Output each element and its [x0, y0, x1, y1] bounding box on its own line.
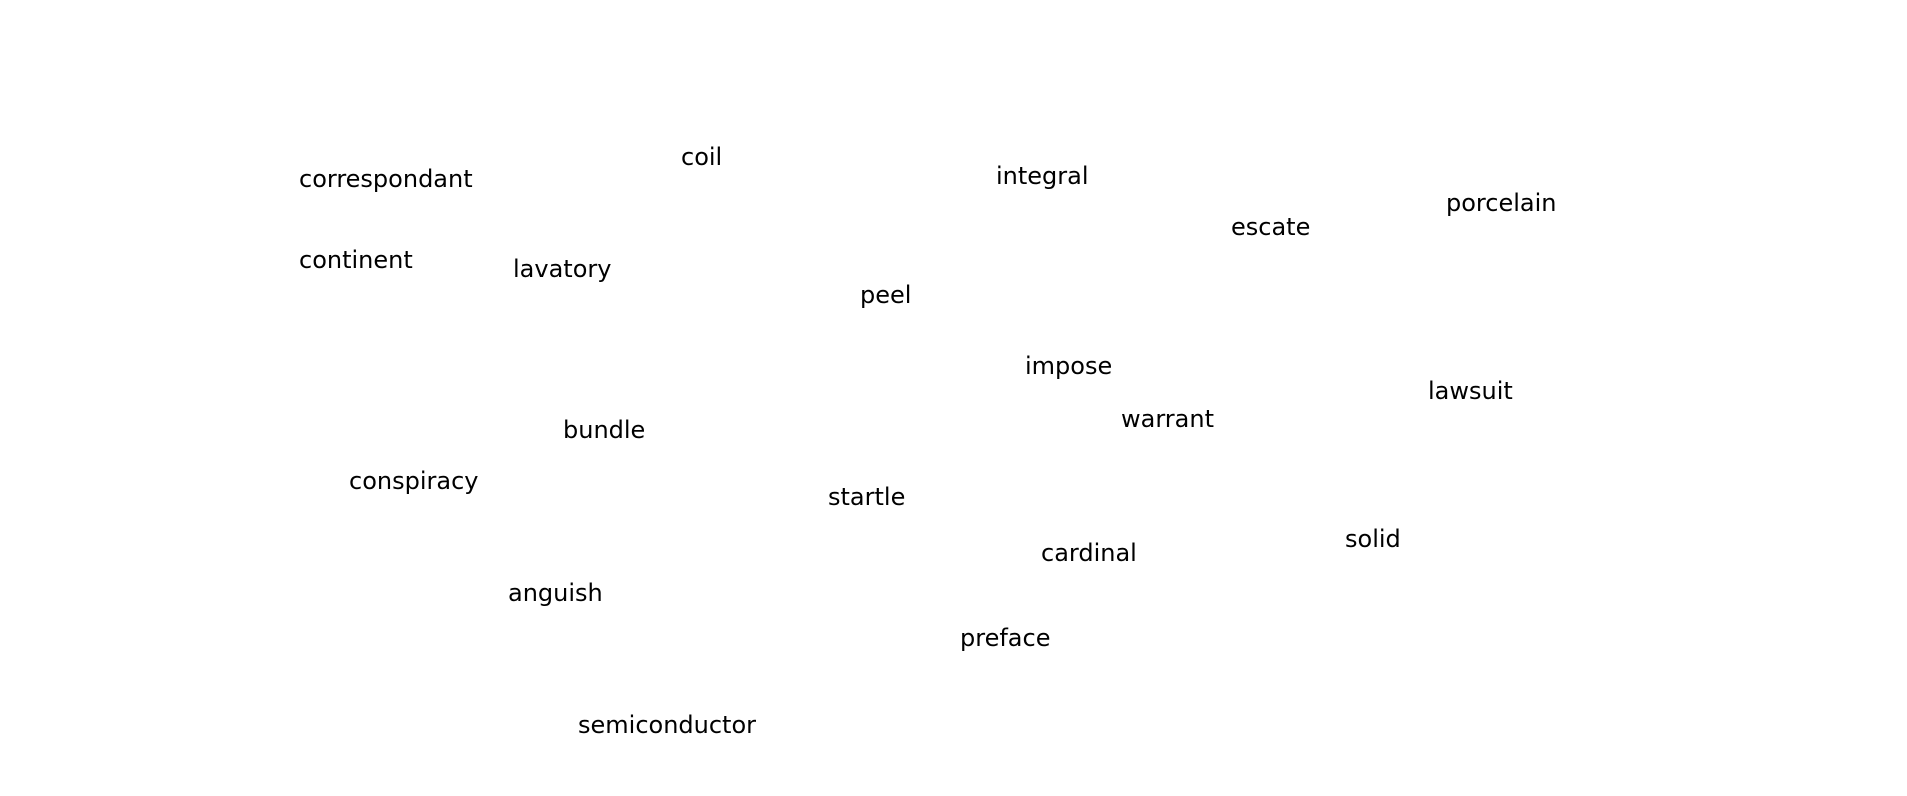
word-lawsuit: lawsuit — [1428, 377, 1513, 405]
word-porcelain: porcelain — [1446, 189, 1557, 217]
word-coil: coil — [681, 143, 723, 171]
word-lavatory: lavatory — [513, 255, 612, 283]
word-peel: peel — [860, 281, 912, 309]
word-correspondant: correspondant — [299, 165, 473, 193]
word-impose: impose — [1025, 352, 1113, 380]
word-solid: solid — [1345, 525, 1401, 553]
word-startle: startle — [828, 483, 906, 511]
word-semiconductor: semiconductor — [578, 711, 757, 739]
word-conspiracy: conspiracy — [349, 467, 479, 495]
word-continent: continent — [299, 246, 413, 274]
word-integral: integral — [996, 162, 1089, 190]
word-cardinal: cardinal — [1041, 539, 1137, 567]
word-anguish: anguish — [508, 579, 603, 607]
word-escate: escate — [1231, 213, 1311, 241]
word-warrant: warrant — [1121, 405, 1214, 433]
word-bundle: bundle — [563, 416, 646, 444]
word-preface: preface — [960, 624, 1051, 652]
